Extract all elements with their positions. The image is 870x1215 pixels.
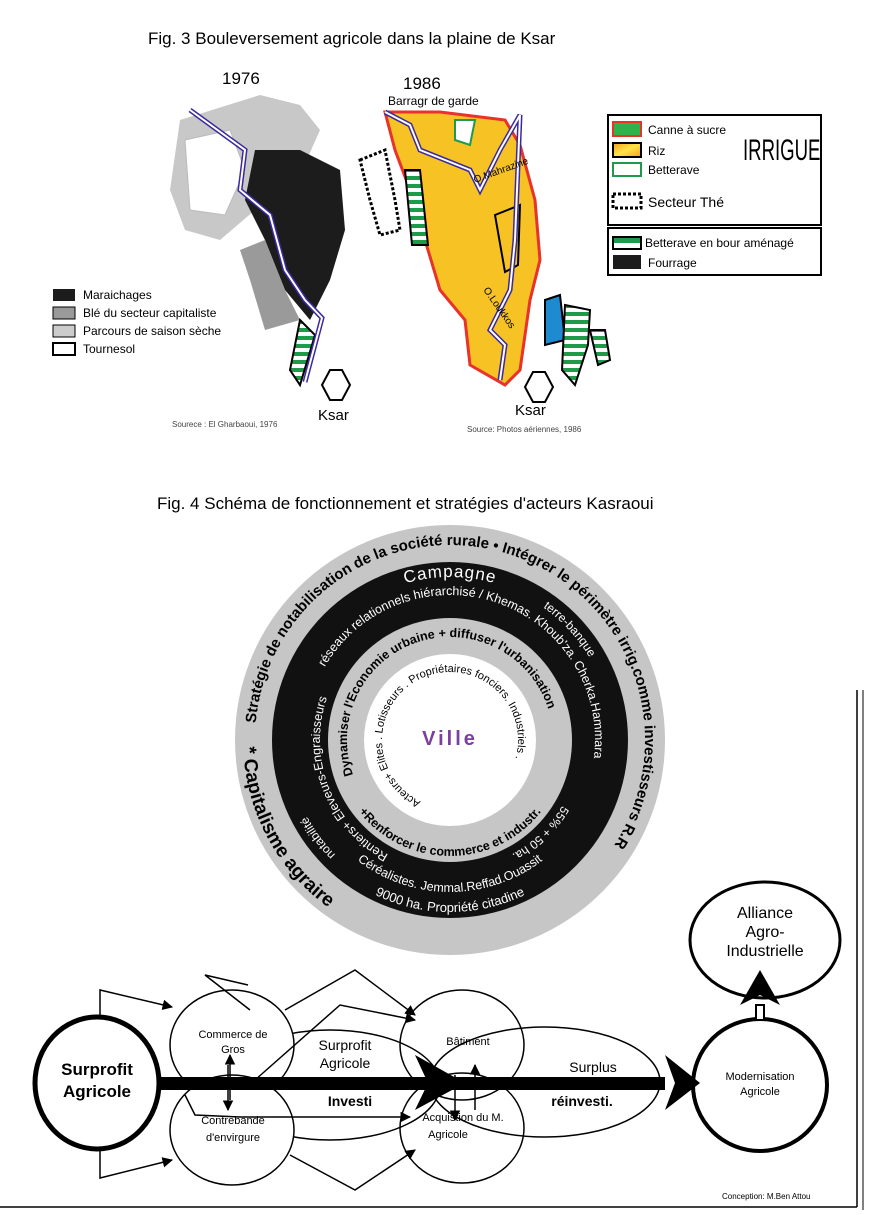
source-label: Agricole bbox=[63, 1082, 131, 1101]
year-1986: 1986 bbox=[403, 74, 441, 93]
source-label: Surprofit bbox=[61, 1060, 133, 1079]
legend-item: Canne à sucre bbox=[648, 123, 726, 137]
actors-circle-diagram: Stratégie de notabilisation de la sociét… bbox=[235, 525, 665, 955]
flow-arrow bbox=[284, 969, 416, 1016]
legend-swatch bbox=[612, 142, 642, 158]
betterave-bour-area bbox=[288, 317, 317, 388]
legend-swatch bbox=[612, 162, 642, 177]
legend-item: Betterave bbox=[648, 163, 700, 177]
water-area bbox=[544, 293, 567, 347]
dam-label: Barragr de garde bbox=[388, 94, 479, 108]
surplus-label: Surplus bbox=[569, 1059, 616, 1075]
ble-area bbox=[240, 240, 300, 330]
legend-1986: Canne à sucre Riz Betterave Secteur Thé … bbox=[607, 114, 822, 276]
legend-item: Tournesol bbox=[83, 342, 135, 356]
contrebande-label: d'envirgure bbox=[206, 1132, 260, 1144]
legend-swatch bbox=[53, 289, 75, 301]
flow-arrow bbox=[254, 1004, 417, 1081]
credit: Conception: M.Ben Attou bbox=[722, 1192, 811, 1201]
flow-arrow bbox=[99, 1150, 174, 1179]
irrigue-label: IRRIGUE bbox=[743, 134, 820, 168]
map-1986 bbox=[358, 109, 612, 403]
ville-core bbox=[364, 654, 536, 826]
reinvest-flow-arrow bbox=[520, 1077, 665, 1090]
betterave-bour-area bbox=[403, 169, 430, 246]
node-alliance bbox=[688, 880, 842, 1000]
reinvesti-label: réinvesti. bbox=[551, 1093, 612, 1109]
alliance-label: Alliance bbox=[737, 905, 793, 922]
legend-item: Parcours de saison sèche bbox=[83, 324, 221, 338]
contrebande-label: Contrebande bbox=[201, 1115, 265, 1127]
ksar-hexagon-right bbox=[523, 371, 555, 403]
flow-arrow bbox=[184, 1094, 412, 1123]
main-flow-arrow bbox=[160, 1077, 600, 1090]
node-source bbox=[32, 1014, 162, 1152]
fig4-title: Fig. 4 Schéma de fonctionnement et strat… bbox=[157, 494, 654, 513]
modernisation-label: Modernisation bbox=[725, 1071, 794, 1083]
alliance-label: Industrielle bbox=[726, 943, 803, 960]
commerce-label: Gros bbox=[221, 1044, 245, 1056]
node-modernisation bbox=[691, 1017, 829, 1153]
flow-labels: Surprofit Agricole Commerce de Gros Cont… bbox=[61, 905, 810, 1201]
legend-item: Betterave en bour aménagé bbox=[645, 236, 794, 250]
batiment-label: Bâtiment bbox=[446, 1036, 489, 1048]
arrowhead-up-icon bbox=[740, 970, 780, 1005]
node-batiment bbox=[399, 989, 525, 1101]
node-acquisition bbox=[399, 1072, 525, 1184]
legend-swatch bbox=[611, 192, 643, 210]
betterave-area bbox=[454, 119, 477, 147]
legend-box-bour bbox=[607, 227, 822, 276]
map-1976 bbox=[170, 95, 352, 401]
parcel-outline bbox=[493, 203, 522, 274]
surprofit-label: Agricole bbox=[320, 1055, 371, 1071]
arrowhead-icon bbox=[665, 1055, 700, 1110]
flow-arrow bbox=[289, 1149, 416, 1191]
legend-item: Riz bbox=[648, 144, 665, 158]
ksar-right: Ksar bbox=[515, 402, 546, 419]
ville-label: Ville bbox=[422, 728, 478, 750]
commerce-label: Commerce de bbox=[198, 1029, 267, 1041]
acquisition-label: Acquistion du M. bbox=[422, 1112, 503, 1124]
betterave-bour-area bbox=[560, 303, 592, 387]
arrowhead-icon bbox=[415, 1055, 465, 1110]
node-contrebande bbox=[169, 1074, 295, 1186]
fig3-title: Fig. 3 Bouleversement agricole dans la p… bbox=[148, 29, 556, 48]
flow-diagram bbox=[32, 880, 842, 1191]
investi-label: Investi bbox=[328, 1093, 372, 1109]
betterave-bour-area bbox=[588, 329, 612, 367]
legend-item: Blé du secteur capitaliste bbox=[83, 306, 217, 320]
legend-swatch bbox=[52, 342, 76, 356]
ksar-left: Ksar bbox=[318, 407, 349, 424]
secteur-the-area bbox=[358, 147, 402, 237]
flow-arrow bbox=[99, 989, 174, 1017]
legend-swatch bbox=[613, 255, 641, 269]
legend-item: Maraichages bbox=[83, 288, 152, 302]
legend-swatch bbox=[52, 306, 76, 320]
alliance-connector bbox=[755, 1004, 765, 1021]
alliance-label: Agro- bbox=[745, 924, 784, 941]
acquisition-label: Agricole bbox=[428, 1129, 468, 1141]
legend-item: Fourrage bbox=[648, 256, 697, 270]
flow-arrow bbox=[204, 974, 251, 1011]
ksar-hexagon-left bbox=[320, 369, 352, 401]
legend-box-irrigue bbox=[607, 114, 822, 226]
source-1986: Source: Photos aériennes, 1986 bbox=[467, 425, 582, 434]
surprofit-label: Surprofit bbox=[319, 1037, 372, 1053]
modernisation-label: Agricole bbox=[740, 1086, 780, 1098]
legend-item: Secteur Thé bbox=[648, 194, 724, 210]
legend-swatch bbox=[612, 121, 642, 137]
year-1976: 1976 bbox=[222, 69, 260, 88]
source-1976: Sourece : El Gharbaoui, 1976 bbox=[172, 420, 278, 429]
legend-1976: Maraichages Blé du secteur capitaliste P… bbox=[52, 288, 221, 356]
maraichages-area bbox=[245, 150, 345, 320]
legend-swatch bbox=[52, 324, 76, 338]
